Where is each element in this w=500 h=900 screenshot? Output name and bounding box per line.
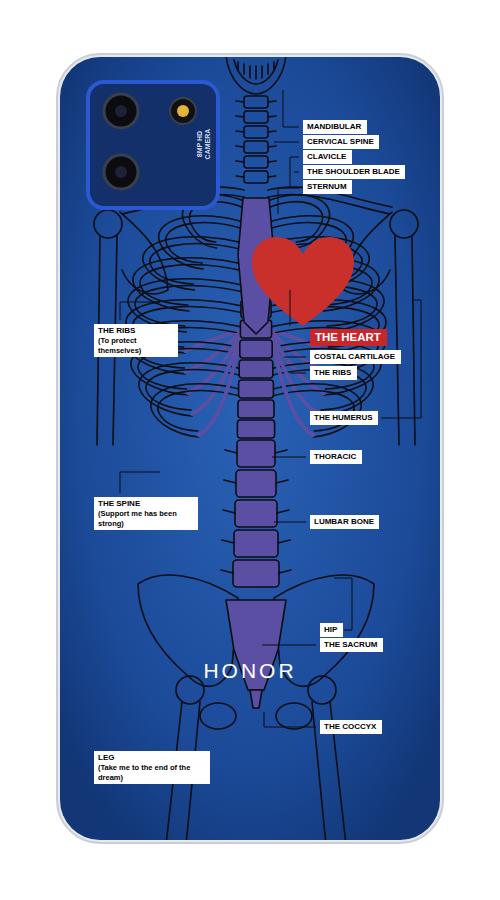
- humerus-bone: [395, 236, 415, 445]
- teeth: [238, 62, 274, 79]
- thoracic-vertebra: [239, 380, 274, 398]
- rib-bone: [151, 384, 246, 437]
- thoracic-vertebra: [240, 340, 272, 358]
- cervical-vertebra: [244, 141, 268, 153]
- rib-bone: [140, 265, 244, 305]
- part-name: THE HUMERUS: [314, 413, 374, 423]
- rib-bone: [139, 363, 246, 416]
- camera-module: [88, 82, 218, 208]
- label-box: LEG(Take me to the end of the dream): [94, 751, 210, 784]
- rib-bone: [159, 216, 246, 269]
- label-box: THE RIBS: [310, 366, 357, 380]
- costal-cartilage: [270, 330, 313, 435]
- transverse-process: [224, 480, 288, 483]
- thoracic-vertebra: [239, 360, 273, 378]
- camera-flash: [177, 105, 189, 117]
- cervical-vertebra: [244, 111, 268, 123]
- hip-joint: [308, 676, 336, 704]
- part-name: THE SACRUM: [324, 640, 379, 650]
- camera-text: 8MP HD CAMERA: [196, 124, 212, 164]
- cervical-vertebra: [244, 96, 268, 108]
- heart-shape: [252, 237, 354, 326]
- jaw-bone: [234, 60, 278, 84]
- part-name: CLAVICLE: [307, 152, 348, 162]
- shoulder-joint: [390, 210, 418, 238]
- transverse-process: [236, 131, 276, 132]
- part-name: THORACIC: [314, 452, 358, 462]
- shoulder-joint: [94, 210, 122, 238]
- camera-lens: [115, 166, 127, 178]
- camera-lens: [104, 94, 138, 128]
- label-box: THE RIBS(To protect themselves): [94, 324, 178, 357]
- phone-back: [60, 57, 440, 840]
- rib-bone: [146, 370, 244, 410]
- cervical-vertebra: [244, 156, 268, 168]
- part-name: THE HEART: [315, 331, 382, 344]
- transverse-process: [236, 101, 276, 102]
- part-name: LEG: [98, 753, 206, 763]
- camera-lens: [104, 155, 138, 189]
- label-box: THE HUMERUS: [310, 411, 378, 425]
- coccyx-bone: [250, 690, 262, 708]
- thoracic-vertebra: [237, 420, 274, 438]
- cervical-vertebra: [244, 126, 268, 138]
- part-name: CERVICAL SPINE: [307, 137, 375, 147]
- part-name: THE COCCYX: [324, 722, 378, 732]
- case-rim: [57, 54, 443, 843]
- transverse-process: [221, 570, 291, 573]
- label-box: STERNUM: [303, 180, 352, 194]
- lumbar-vertebra: [236, 470, 276, 497]
- transverse-process: [223, 510, 289, 513]
- rib-bone: [166, 223, 244, 263]
- transverse-process: [236, 176, 276, 177]
- part-note: (Support me has been strong): [98, 509, 194, 528]
- hip-joint: [176, 676, 204, 704]
- part-name: THE SHOULDER BLADE: [307, 167, 401, 177]
- label-box: THE SPINE(Support me has been strong): [94, 497, 198, 530]
- part-name: THE RIBS: [98, 326, 174, 336]
- transverse-process: [236, 146, 276, 147]
- lumbar-vertebra: [235, 500, 277, 527]
- part-name: MANDIBULAR: [307, 122, 363, 132]
- part-name: THE RIBS: [314, 368, 353, 378]
- label-box: THE SHOULDER BLADE: [303, 165, 405, 179]
- transverse-process: [222, 540, 290, 543]
- part-name: THE SPINE: [98, 499, 194, 509]
- pubis-bone: [200, 703, 236, 729]
- rib-bone: [150, 244, 244, 284]
- camera-flash: [170, 98, 196, 124]
- label-box: THE SACRUM: [320, 638, 383, 652]
- lumbar-vertebra: [234, 530, 278, 557]
- rib-bone: [266, 363, 373, 416]
- part-note: (Take me to the end of the dream): [98, 763, 206, 782]
- costal-cartilage: [199, 330, 242, 435]
- brand-logo: HONOR: [180, 658, 320, 683]
- camera-lens: [115, 105, 127, 117]
- label-box: COSTAL CARTILAGE: [310, 350, 401, 364]
- part-name: HIP: [324, 625, 339, 635]
- part-name: STERNUM: [307, 182, 348, 192]
- pubis-bone: [276, 703, 312, 729]
- part-name: COSTAL CARTILAGE: [314, 352, 397, 362]
- lumbar-vertebra: [237, 440, 275, 467]
- label-box: LUMBAR BONE: [310, 515, 379, 529]
- label-box: THORACIC: [310, 450, 362, 464]
- jaw-bone: [226, 57, 286, 94]
- transverse-process: [236, 116, 276, 117]
- lumbar-vertebra: [233, 560, 279, 587]
- label-box: THE COCCYX: [320, 720, 382, 734]
- part-name: LUMBAR BONE: [314, 517, 375, 527]
- transverse-process: [225, 450, 287, 453]
- label-box: CLAVICLE: [303, 150, 352, 164]
- label-box: CERVICAL SPINE: [303, 135, 379, 149]
- label-box: HIP: [320, 623, 343, 637]
- rib-bone: [158, 391, 244, 431]
- part-note: (To protect themselves): [98, 336, 174, 355]
- highlight-label-box: THE HEART: [310, 329, 387, 346]
- transverse-process: [236, 161, 276, 162]
- label-box: MANDIBULAR: [303, 120, 367, 134]
- thoracic-vertebra: [238, 400, 274, 418]
- cervical-vertebra: [244, 171, 268, 183]
